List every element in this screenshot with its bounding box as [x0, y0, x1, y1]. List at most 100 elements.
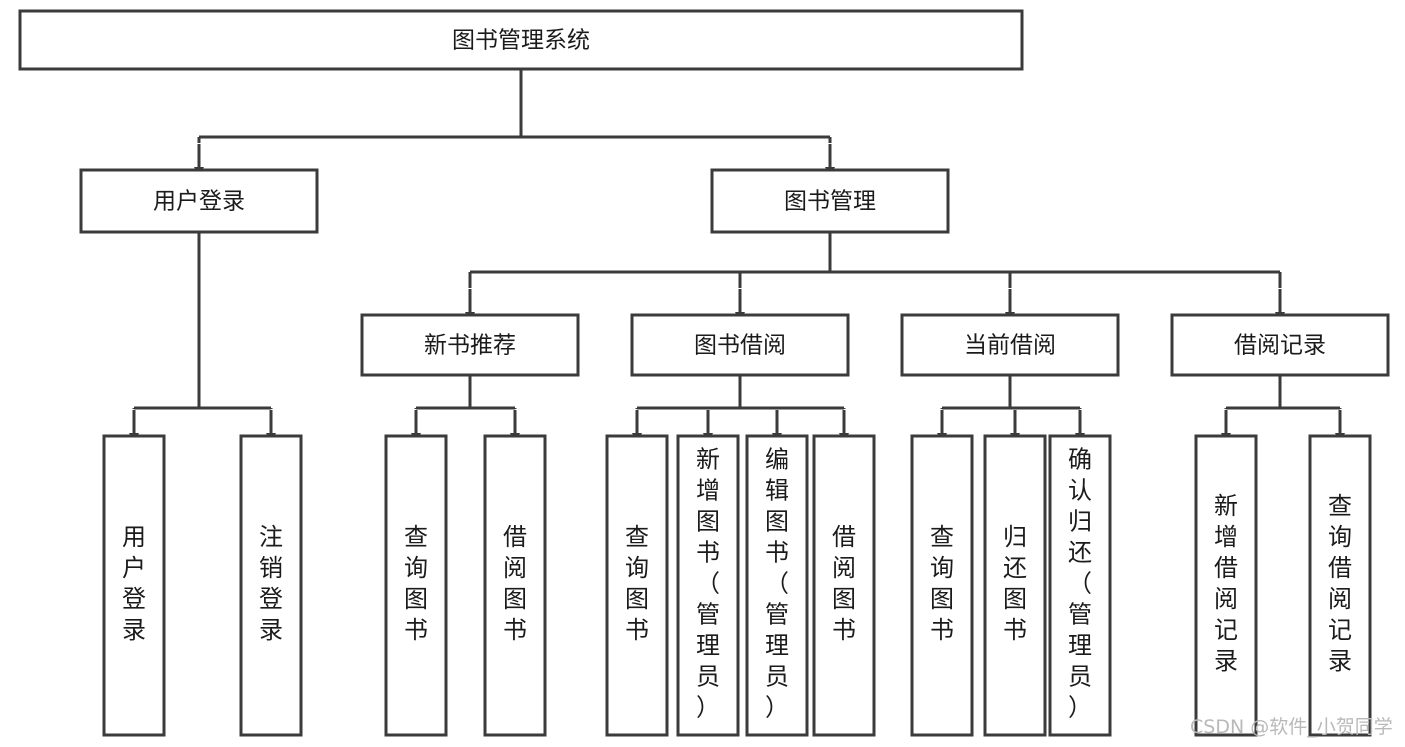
node-box[interactable]: [1194, 434, 1258, 737]
node-label-char: 编: [765, 446, 789, 474]
node-box[interactable]: [384, 434, 448, 737]
node-box[interactable]: [710, 168, 950, 234]
node-book-borrow[interactable]: 图书借阅: [630, 313, 850, 377]
node-label-char: 阅: [1214, 585, 1238, 613]
node-label-char: 书: [404, 616, 428, 644]
node-label-char: 管: [1068, 601, 1092, 629]
node-user-login[interactable]: 用户登录: [79, 168, 319, 234]
node-box[interactable]: [605, 434, 669, 737]
node-label-char: 书: [832, 616, 856, 644]
node-box[interactable]: [900, 313, 1120, 377]
node-box[interactable]: [1170, 313, 1390, 377]
node-label: 当前借阅: [964, 333, 1056, 359]
node-label-char: 销: [259, 554, 283, 582]
node-label-char: 员: [765, 663, 789, 691]
node-label-char: 理: [765, 632, 789, 660]
node-label-char: 借: [503, 523, 527, 551]
node-box[interactable]: [360, 313, 580, 377]
node-leaf-user-login[interactable]: 用户登录: [102, 434, 166, 737]
node-label-char: 图: [832, 585, 856, 613]
node-label-char: 图: [503, 585, 527, 613]
node-label-char: ）: [696, 694, 720, 722]
node-box[interactable]: [483, 434, 547, 737]
node-box[interactable]: [239, 434, 303, 737]
node-label-char: 认: [1068, 477, 1092, 505]
node-label-char: 阅: [1328, 585, 1352, 613]
node-label-char: 书: [696, 539, 720, 567]
node-label-char: 书: [1003, 616, 1027, 644]
node-label-char: 户: [122, 554, 146, 582]
node-label-char: 注: [259, 523, 283, 551]
node-label-char: 还: [1003, 554, 1027, 582]
node-borrow-record[interactable]: 借阅记录: [1170, 313, 1390, 377]
node-label-char: 增: [1214, 523, 1238, 551]
node-box[interactable]: [18, 9, 1024, 71]
node-label: 新书推荐: [424, 333, 516, 359]
node-current-borrow[interactable]: 当前借阅: [900, 313, 1120, 377]
node-label-char: 员: [1068, 663, 1092, 691]
node-label-char: 借: [1214, 554, 1238, 582]
node-label: 用户登录: [153, 189, 245, 215]
node-label-char: 管: [765, 601, 789, 629]
node-label-char: 录: [1214, 647, 1238, 675]
node-label-char: （: [1068, 570, 1092, 598]
node-box[interactable]: [676, 434, 740, 737]
node-root[interactable]: 图书管理系统: [18, 9, 1024, 71]
node-label: 图书管理系统: [452, 28, 590, 54]
node-label-char: 员: [696, 663, 720, 691]
node-label-char: 记: [1328, 616, 1352, 644]
node-label-char: （: [696, 570, 720, 598]
node-box[interactable]: [102, 434, 166, 737]
node-label-char: 图: [696, 508, 720, 536]
node-label-char: 理: [1068, 632, 1092, 660]
node-label-char: 书: [503, 616, 527, 644]
node-label-char: 查: [625, 523, 649, 551]
node-label: 图书管理: [784, 189, 876, 215]
watermark-text: CSDN @软件_小贺同学: [1190, 716, 1393, 738]
node-box[interactable]: [1308, 434, 1372, 737]
node-book-manage[interactable]: 图书管理: [710, 168, 950, 234]
node-label-char: 书: [765, 539, 789, 567]
node-label-char: 管: [696, 601, 720, 629]
node-box[interactable]: [812, 434, 876, 737]
node-new-book-recommend[interactable]: 新书推荐: [360, 313, 580, 377]
node-box[interactable]: [983, 434, 1047, 737]
node-label-char: 图: [1003, 585, 1027, 613]
node-label-char: 图: [930, 585, 954, 613]
node-box[interactable]: [910, 434, 974, 737]
node-label-char: ）: [1068, 694, 1092, 722]
node-boxes: 图书管理系统用户登录图书管理新书推荐图书借阅当前借阅借阅记录用户登录注销登录查询…: [18, 9, 1390, 737]
node-label-char: 借: [1328, 554, 1352, 582]
node-label: 借阅记录: [1234, 333, 1326, 359]
node-label-char: （: [765, 570, 789, 598]
node-label-char: 记: [1214, 616, 1238, 644]
node-label-char: 录: [122, 616, 146, 644]
node-label-char: 图: [625, 585, 649, 613]
node-label-char: 书: [625, 616, 649, 644]
node-label-char: 询: [625, 554, 649, 582]
node-box[interactable]: [630, 313, 850, 377]
node-box[interactable]: [79, 168, 319, 234]
node-box[interactable]: [1048, 434, 1112, 737]
node-box[interactable]: [745, 434, 809, 737]
connector-edges: [129, 69, 1345, 443]
node-label-char: 阅: [832, 554, 856, 582]
node-label-char: 询: [930, 554, 954, 582]
node-label-char: 录: [1328, 647, 1352, 675]
node-label-char: 阅: [503, 554, 527, 582]
node-label-char: 登: [259, 585, 283, 613]
node-label-char: ）: [765, 694, 789, 722]
